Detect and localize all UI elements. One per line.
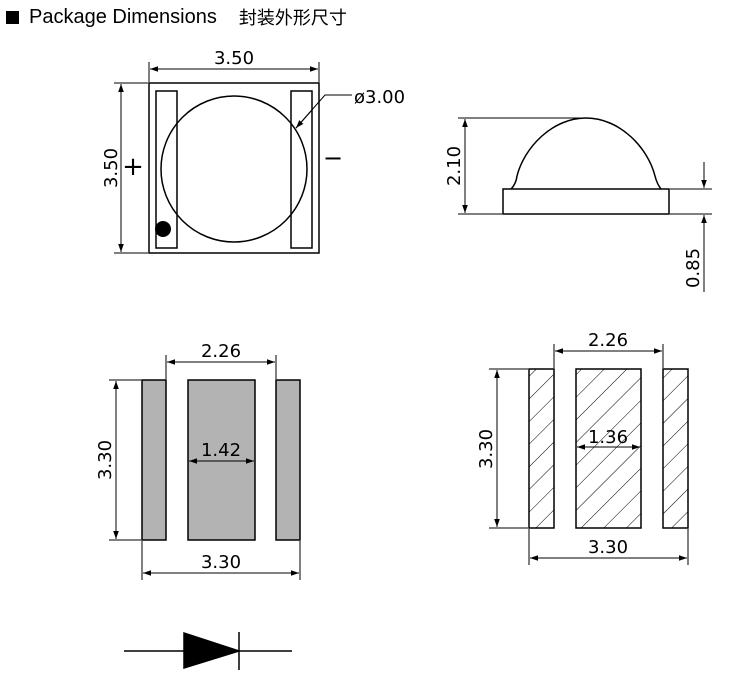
anode-plus-label: + bbox=[122, 152, 144, 182]
bottom-right-pad bbox=[275, 379, 301, 541]
bottom-center-width-label: 1.42 bbox=[201, 440, 241, 461]
footprint-span-label: 2.26 bbox=[588, 330, 628, 351]
top-view bbox=[114, 62, 352, 254]
section-subtitle: 封装外形尺寸 bbox=[238, 8, 347, 29]
section-header: Package Dimensions 封装外形尺寸 bbox=[6, 4, 347, 30]
square-bullet-icon bbox=[6, 10, 19, 24]
diode-symbol-icon bbox=[124, 631, 292, 670]
base-height-label: 0.85 bbox=[683, 248, 704, 288]
section-title: Package Dimensions bbox=[29, 5, 217, 28]
footprint-height-label: 3.30 bbox=[476, 429, 497, 469]
footprint-width-label: 3.30 bbox=[588, 537, 628, 558]
bottom-width-label: 3.30 bbox=[201, 552, 241, 573]
top-view-right-terminal bbox=[290, 90, 313, 249]
side-view bbox=[458, 117, 712, 292]
side-view-base bbox=[502, 188, 670, 215]
footprint-view bbox=[489, 344, 689, 565]
footprint-center-width-label: 1.36 bbox=[588, 427, 628, 448]
lens-diameter-leader bbox=[295, 94, 352, 129]
bottom-left-pad bbox=[141, 379, 167, 541]
side-view-dome bbox=[510, 117, 662, 190]
bottom-span-label: 2.26 bbox=[201, 341, 241, 362]
lens-circle bbox=[160, 95, 308, 243]
top-width-label: 3.50 bbox=[214, 48, 254, 69]
polarity-dot bbox=[155, 221, 171, 237]
lens-diameter-label: ø3.00 bbox=[354, 87, 405, 108]
footprint-center-pad bbox=[575, 368, 642, 529]
diode-triangle bbox=[183, 631, 242, 670]
cathode-minus-label: − bbox=[323, 144, 343, 172]
footprint-left-pad bbox=[528, 368, 555, 529]
footprint-right-pad bbox=[662, 368, 689, 529]
bottom-height-label: 3.30 bbox=[95, 440, 116, 480]
bottom-view bbox=[109, 355, 301, 580]
lens-diameter-leader-arrow bbox=[295, 109, 313, 129]
top-view-package-outline bbox=[148, 82, 320, 254]
top-height-label: 3.50 bbox=[101, 148, 122, 188]
top-view-left-terminal bbox=[155, 90, 178, 249]
side-height-label: 2.10 bbox=[444, 146, 465, 186]
